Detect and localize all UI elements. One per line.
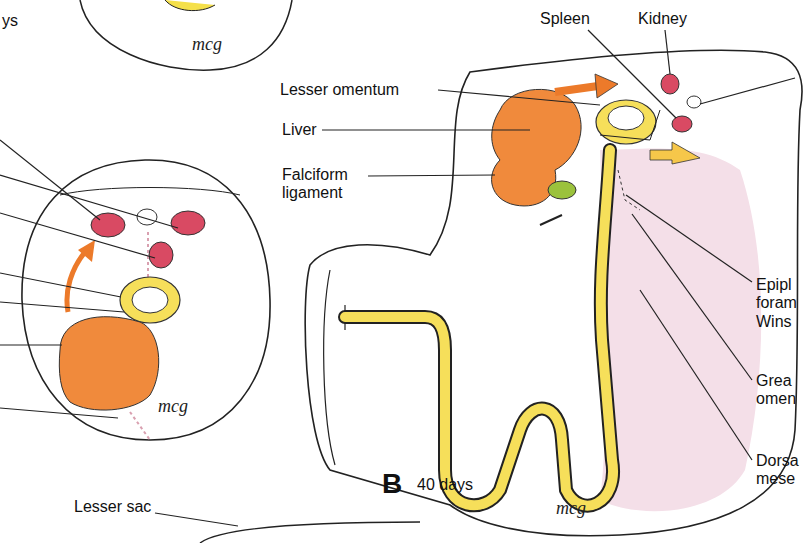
part-name: Dorsa mese [756, 452, 804, 489]
part-name: Liver [282, 121, 317, 139]
part-name: Grea omen [756, 372, 804, 409]
part-name: Lesser sac [74, 498, 151, 516]
signature: mcg [158, 396, 188, 417]
signature: mcg [192, 34, 222, 55]
panel-letter: B [382, 468, 402, 500]
figure-label: ys [2, 12, 18, 30]
age-label: 40 days [417, 476, 473, 494]
part-name: Spleen [540, 10, 590, 28]
signature: mcg [556, 498, 586, 519]
part-name: Epipl foram Wins [756, 276, 804, 331]
part-name: Kidney [638, 10, 687, 28]
part-name: Falciform ligament [282, 166, 366, 203]
part-name: Lesser omentum [280, 81, 399, 99]
